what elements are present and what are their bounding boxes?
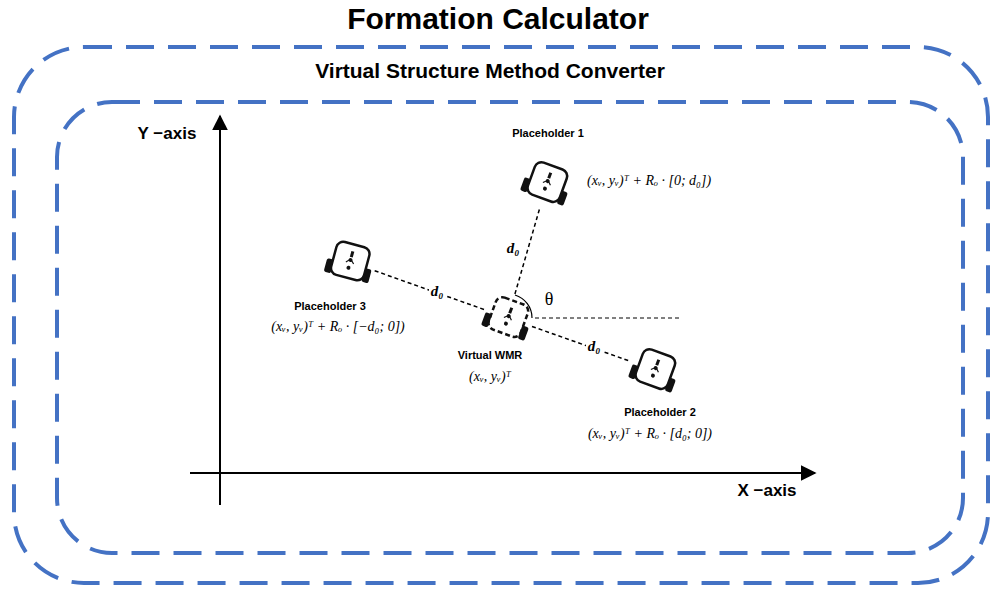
sensor-mark	[350, 251, 354, 258]
heading-arrow	[651, 366, 660, 372]
robot-dot	[542, 186, 547, 191]
sensor-mark	[508, 307, 513, 314]
robot-body	[526, 160, 570, 204]
virtual-robot: Virtual WMR(xᵥ, yᵥ)ᵀ	[478, 288, 538, 348]
reference-line	[535, 318, 680, 319]
robot-dot	[503, 321, 508, 326]
robot-name: Placeholder 3	[294, 300, 366, 313]
position-formula: (xᵥ, yᵥ)ᵀ + Rₒ · [−d₀; 0])	[271, 319, 405, 335]
placeholder-robot: Placeholder 3(xᵥ, yᵥ)ᵀ + Rₒ · [−d₀; 0])	[320, 232, 380, 292]
outer-module-frame: Formation CalculatorVirtual Structure Me…	[12, 45, 990, 585]
position-formula: (xᵥ, yᵥ)ᵀ + Rₒ · [0; d₀])	[587, 173, 711, 189]
node-outline	[478, 288, 538, 348]
axes-illustration	[55, 100, 965, 555]
placeholder-robot: Placeholder 1(xᵥ, yᵥ)ᵀ + Rₒ · [0; d₀])	[517, 153, 577, 213]
heading-arrow	[543, 179, 552, 185]
heading-arrow	[346, 258, 355, 264]
edge-label: d₀	[505, 240, 522, 257]
node-outline	[55, 100, 965, 555]
node-outline	[320, 232, 380, 292]
robot-name: Virtual WMR	[458, 349, 523, 362]
robot-dot	[346, 265, 351, 270]
placeholder-robot: Placeholder 2(xᵥ, yᵥ)ᵀ + Rₒ · [d₀; 0])	[625, 340, 685, 400]
edge-label: d₀	[586, 338, 603, 355]
robot-dot	[650, 373, 655, 378]
module-title: Virtual Structure Method Converter	[315, 59, 665, 83]
node-outline	[517, 153, 577, 213]
position-formula: (xᵥ, yᵥ)ᵀ + Rₒ · [d₀; 0])	[588, 426, 712, 442]
dashed-frame	[57, 102, 963, 553]
robot-body	[634, 347, 678, 391]
position-formula: (xᵥ, yᵥ)ᵀ	[469, 369, 511, 385]
angle-symbol: θ	[545, 289, 554, 310]
robot-icon	[324, 239, 377, 284]
sensor-mark	[655, 359, 660, 366]
angle-arc	[515, 295, 532, 318]
distance-link	[532, 326, 631, 361]
robot-body	[487, 295, 531, 339]
edge-label: d₀	[429, 283, 446, 300]
inner-module-frame: Virtual Structure Method ConverterPlaceh…	[55, 100, 965, 555]
robot-body	[329, 240, 371, 282]
distance-link	[374, 271, 484, 310]
module-title: Formation Calculator	[347, 2, 649, 37]
robot-icon	[481, 293, 536, 341]
robot-name: Placeholder 2	[624, 406, 696, 419]
heading-arrow	[504, 314, 513, 320]
sensor-mark	[547, 172, 552, 179]
robot-icon	[628, 345, 683, 393]
robot-icon	[520, 158, 575, 206]
x-axis	[190, 472, 815, 474]
node-outline	[625, 340, 685, 400]
dashed-frame	[14, 47, 988, 583]
y-axis	[219, 116, 221, 505]
axis-label: X −axis	[737, 481, 796, 501]
axis-label: Y −axis	[138, 124, 197, 144]
robot-name: Placeholder 1	[512, 127, 584, 140]
